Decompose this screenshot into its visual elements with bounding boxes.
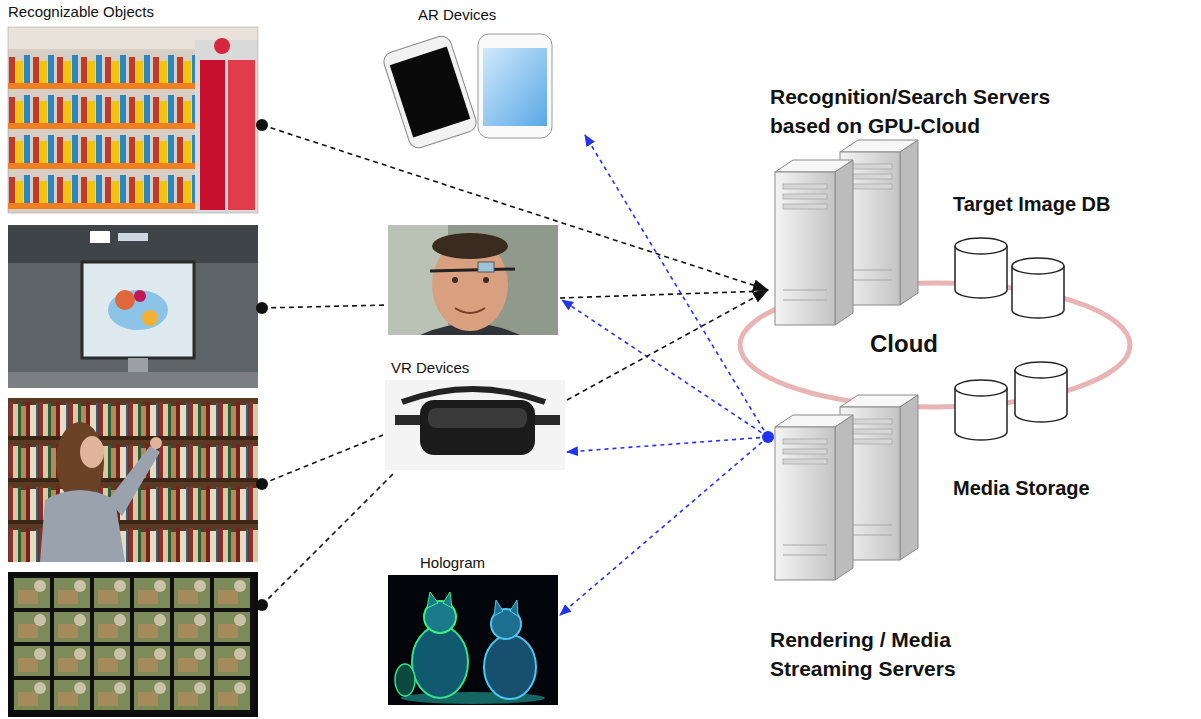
vr-headset-picture (420, 400, 535, 455)
device-group: Hologram (385, 553, 560, 707)
smartphone-picture (381, 34, 552, 151)
video-wall-photo (8, 572, 258, 717)
device-group: AR Devices (380, 3, 585, 140)
billboard-photo (82, 262, 194, 358)
node-label: Recognition/Search Servers based on GPU-… (770, 82, 1080, 141)
billboard-photo (8, 225, 258, 388)
database-group: Target Image DB (945, 190, 1135, 330)
device-group: VR Devices (383, 358, 567, 472)
supermarket-photo (8, 27, 258, 213)
storage-group: Media Storage (945, 358, 1145, 508)
smart-glasses-photo (432, 233, 508, 259)
supermarket-photo (195, 40, 258, 213)
server-icon (775, 160, 853, 325)
supermarket-photo (200, 60, 225, 210)
junction-dot (256, 302, 268, 314)
node-label: AR Devices (418, 6, 496, 24)
media-stream (585, 135, 768, 437)
billboard-photo (8, 225, 258, 388)
server-icon (775, 140, 918, 580)
server-group: Rendering / Media Streaming Servers (768, 395, 1038, 687)
cloud-label: Cloud (862, 328, 962, 362)
smart-glasses-photo (483, 277, 489, 283)
library-photo (8, 398, 258, 562)
supermarket-photo (8, 27, 258, 213)
billboard-photo (142, 310, 158, 326)
billboard-photo (8, 225, 258, 263)
node-label: Media Storage (953, 476, 1090, 500)
billboard-photo (8, 372, 258, 388)
node-label: Rendering / Media Streaming Servers (770, 625, 1032, 684)
smartphone-picture (381, 34, 478, 151)
smart-glasses-photo (452, 277, 458, 283)
vr-headset-picture (428, 408, 527, 428)
hologram-picture (427, 592, 438, 608)
hologram-picture (388, 575, 558, 705)
library-photo (80, 436, 104, 468)
smartphone-picture (478, 34, 552, 138)
node-label: VR Devices (391, 359, 469, 377)
billboard-photo (118, 233, 148, 241)
smartphone-picture (390, 47, 471, 138)
database-icon (955, 238, 1007, 298)
hologram-picture (484, 635, 536, 699)
billboard-photo (90, 231, 110, 243)
smart-glasses-photo (388, 225, 558, 335)
database-icon (955, 238, 1067, 440)
leader-line (562, 300, 768, 437)
database-icon (955, 380, 1007, 440)
leader-line (560, 291, 766, 298)
node-label: Target Image DB (953, 192, 1110, 216)
library-photo (108, 446, 160, 516)
recognition-request (262, 125, 768, 290)
billboard-photo (108, 290, 168, 330)
smart-glasses-photo (455, 308, 485, 313)
supermarket-photo (8, 27, 258, 213)
media-stream (567, 437, 768, 452)
billboard-photo (134, 290, 146, 302)
media-stream (560, 437, 768, 615)
hologram-picture (494, 600, 503, 616)
hologram-picture (443, 592, 452, 608)
vr-headset-picture (385, 380, 565, 470)
recognition-request (567, 290, 768, 400)
node-label: Cloud (870, 330, 938, 359)
library-photo (150, 437, 162, 449)
database-icon (1012, 258, 1064, 318)
video-wall-photo (8, 572, 258, 717)
billboard-photo (115, 290, 135, 310)
smart-glasses-photo (478, 262, 494, 272)
database-icon (1015, 362, 1067, 422)
node-label: Recognizable Objects (8, 3, 154, 21)
hologram-picture (388, 575, 558, 705)
video-wall-photo (12, 576, 254, 713)
smartphone-picture (381, 34, 478, 151)
smartphone-picture (483, 48, 547, 126)
library-photo (8, 398, 258, 562)
object-group: Recognizable Objects (6, 2, 262, 718)
hologram-picture (412, 626, 468, 698)
connector-group (262, 125, 768, 615)
smart-glasses-photo (388, 225, 558, 335)
node-label: Hologram (420, 554, 485, 572)
hologram-picture (510, 600, 518, 616)
billboard-photo (128, 358, 148, 372)
hologram-picture (395, 664, 415, 696)
server-icon (775, 415, 853, 580)
recognition-request (262, 472, 395, 605)
supermarket-photo (228, 60, 255, 210)
smart-glasses-photo (430, 269, 515, 271)
leader-line (262, 305, 388, 308)
supermarket-photo (214, 38, 230, 54)
vr-headset-picture (385, 380, 565, 470)
recognition-request (262, 435, 383, 484)
junction-dot (256, 119, 774, 611)
